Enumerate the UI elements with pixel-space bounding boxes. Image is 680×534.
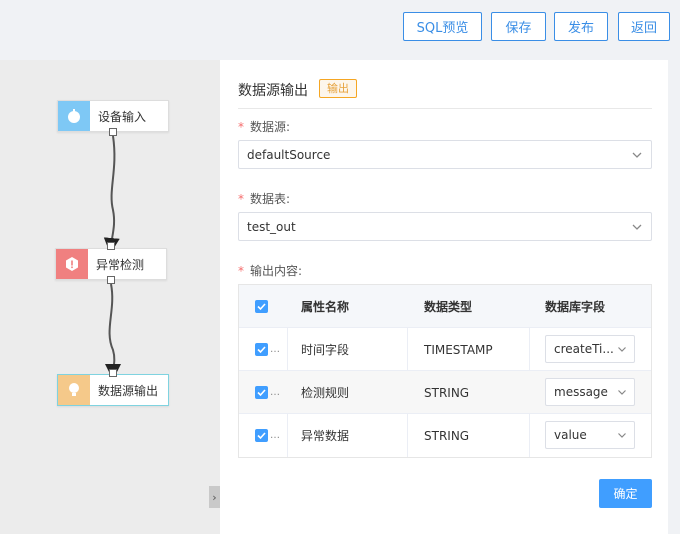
- label-text: 数据源:: [250, 120, 291, 134]
- top-toolbar: SQL预览 保存 发布 返回: [0, 0, 680, 60]
- select-value: value: [554, 428, 587, 442]
- select-value: defaultSource: [247, 147, 331, 162]
- device-input-icon: [58, 101, 90, 131]
- data-type-cell: TIMESTAMP: [424, 342, 493, 357]
- select-value: message: [554, 385, 608, 399]
- table-row: … 异常数据 STRING value: [239, 414, 651, 457]
- attr-name-cell: 检测规则: [301, 386, 350, 400]
- node-input-port[interactable]: [107, 242, 115, 250]
- table-select[interactable]: test_out: [238, 212, 652, 241]
- row-check-cell: …: [255, 414, 280, 457]
- confirm-button[interactable]: 确定: [599, 479, 652, 508]
- select-all-checkbox[interactable]: [255, 300, 268, 313]
- overflow-ellipsis: …: [270, 430, 280, 441]
- data-type-cell: STRING: [424, 428, 470, 443]
- output-table: 属性名称 数据类型 数据库字段 … 时间字段 TIMESTAMP createT…: [238, 284, 652, 458]
- property-panel: 数据源输出 输出 * 数据源: defaultSource * 数据表: test_…: [220, 60, 668, 534]
- node-output-port[interactable]: [109, 128, 117, 136]
- back-button[interactable]: 返回: [618, 12, 670, 41]
- output-tag: 输出: [319, 79, 357, 98]
- chevron-right-icon: ›: [212, 490, 217, 504]
- attr-name-cell: 时间字段: [301, 343, 350, 357]
- data-type-cell: STRING: [424, 385, 470, 400]
- publish-button[interactable]: 发布: [554, 12, 608, 41]
- required-mark: *: [238, 264, 244, 278]
- db-field-select[interactable]: value: [545, 421, 635, 449]
- label-text: 输出内容:: [250, 264, 303, 278]
- overflow-ellipsis: …: [270, 387, 280, 398]
- db-field-select[interactable]: message: [545, 378, 635, 406]
- panel-title: 数据源输出: [238, 83, 308, 99]
- datasource-label: * 数据源:: [238, 118, 290, 135]
- flow-connectors: [103, 135, 122, 380]
- flow-node-device-input[interactable]: 设备输入: [57, 100, 169, 132]
- table-label: * 数据表:: [238, 190, 290, 207]
- label-text: 数据表:: [250, 192, 291, 206]
- chevron-down-icon: [632, 152, 642, 158]
- select-value: test_out: [247, 219, 296, 234]
- chevron-down-icon: [632, 224, 642, 230]
- datasource-select[interactable]: defaultSource: [238, 140, 652, 169]
- sql-preview-button[interactable]: SQL预览: [403, 12, 482, 41]
- divider: [238, 108, 652, 109]
- connector-1: [103, 135, 120, 254]
- panel-collapse-handle[interactable]: ›: [209, 486, 220, 508]
- save-button[interactable]: 保存: [491, 12, 546, 41]
- chevron-down-icon: [618, 433, 626, 438]
- node-output-port[interactable]: [107, 276, 115, 284]
- flow-node-anomaly-detect[interactable]: 异常检测: [55, 248, 167, 280]
- flow-node-datasource-output[interactable]: 数据源输出: [57, 374, 169, 406]
- flow-canvas[interactable]: 设备输入 异常检测 数据源输出: [0, 60, 220, 534]
- node-input-port[interactable]: [109, 369, 117, 377]
- chevron-down-icon: [618, 347, 626, 352]
- required-mark: *: [238, 192, 244, 206]
- table-row: … 检测规则 STRING message: [239, 371, 651, 414]
- row-checkbox[interactable]: [255, 429, 268, 442]
- node-label: 异常检测: [96, 257, 145, 272]
- check-icon: [257, 303, 266, 311]
- attr-name-cell: 异常数据: [301, 429, 350, 443]
- connector-2: [105, 283, 122, 380]
- chevron-down-icon: [618, 390, 626, 395]
- datasource-output-icon: [58, 375, 90, 405]
- table-header-row: 属性名称 数据类型 数据库字段: [239, 285, 651, 328]
- select-value: createTi...: [554, 342, 614, 356]
- output-content-label: * 输出内容:: [238, 262, 302, 279]
- select-all-cell: [255, 285, 268, 328]
- header-attr-name: 属性名称: [301, 300, 350, 314]
- header-data-type: 数据类型: [424, 300, 473, 314]
- header-db-field: 数据库字段: [545, 300, 606, 314]
- check-icon: [257, 389, 266, 397]
- table-row: … 时间字段 TIMESTAMP createTi...: [239, 328, 651, 371]
- row-checkbox[interactable]: [255, 386, 268, 399]
- row-checkbox[interactable]: [255, 343, 268, 356]
- check-icon: [257, 432, 266, 440]
- node-label: 数据源输出: [98, 383, 159, 398]
- node-label: 设备输入: [98, 109, 147, 124]
- overflow-ellipsis: …: [270, 344, 280, 355]
- required-mark: *: [238, 120, 244, 134]
- row-check-cell: …: [255, 328, 280, 371]
- anomaly-detect-icon: [56, 249, 88, 279]
- row-check-cell: …: [255, 371, 280, 414]
- db-field-select[interactable]: createTi...: [545, 335, 635, 363]
- check-icon: [257, 346, 266, 354]
